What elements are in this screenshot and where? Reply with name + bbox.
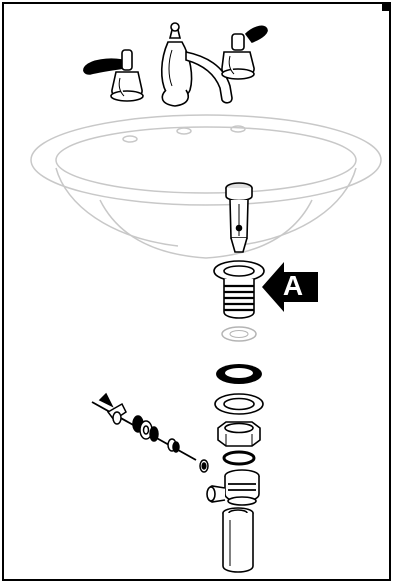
drain-flange: [213, 260, 265, 319]
tailpiece: [222, 507, 254, 573]
faucet-spout: [160, 22, 233, 107]
faucet-handle-left: [83, 49, 144, 102]
callout-arrow: [262, 262, 318, 312]
o-ring: [222, 450, 256, 466]
rubber-washer: [216, 364, 262, 384]
friction-washer: [214, 393, 264, 415]
flange-gasket: [221, 326, 257, 342]
corner-marker: [382, 3, 390, 11]
pivot-rod-assembly: [91, 392, 209, 473]
mounting-nut: [217, 421, 261, 447]
drain-body-tee: [206, 469, 260, 506]
callout-label: A: [282, 270, 304, 301]
pop-up-stopper: [225, 182, 253, 253]
faucet-handle-right: [221, 25, 268, 80]
sink-basin: [30, 114, 382, 259]
